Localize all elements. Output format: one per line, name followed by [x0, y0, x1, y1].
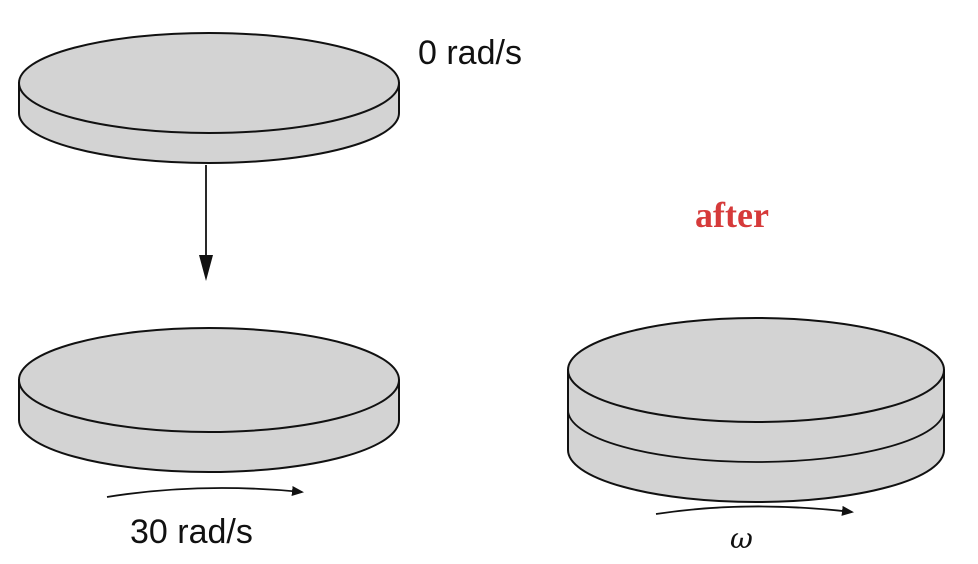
final-angular-speed-label: ω	[730, 522, 753, 555]
curved-arrow-right-icon	[106, 486, 304, 498]
bottom-disk-speed-label: 30 rad/s	[130, 513, 253, 551]
after-title: after	[695, 195, 769, 235]
top-disk	[18, 32, 400, 164]
stacked-disks	[567, 317, 945, 503]
top-disk-speed-label: 0 rad/s	[418, 34, 522, 72]
bottom-disk	[18, 327, 400, 473]
arrow-down-icon	[199, 165, 213, 281]
curved-arrow-right-icon	[655, 505, 854, 516]
